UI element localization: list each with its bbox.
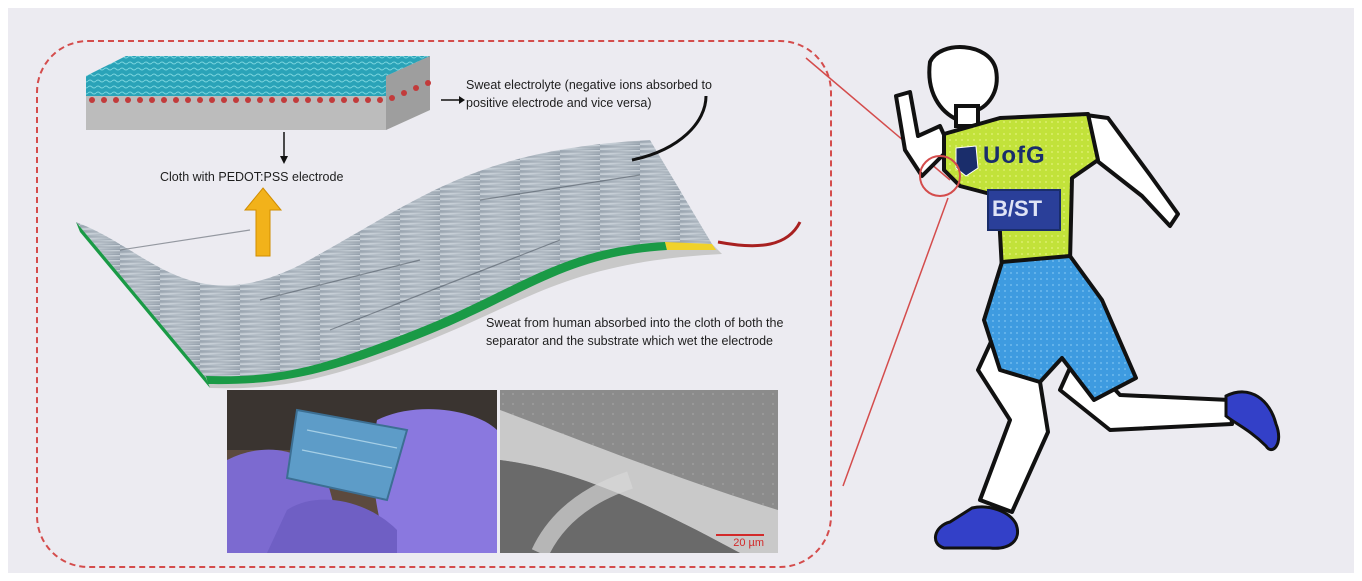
label-sweat-from-human: Sweat from human absorbed into the cloth…: [486, 314, 826, 350]
scale-bar: [716, 534, 764, 536]
label-cloth-electrode: Cloth with PEDOT:PSS electrode: [160, 168, 420, 186]
photo-sem-fiber: 20 µm: [500, 390, 778, 553]
shirt-logo-text: UofG: [983, 142, 1046, 170]
label-sweat-electrolyte: Sweat electrolyte (negative ions absorbe…: [466, 76, 736, 112]
shirt-patch-text: B/ST: [992, 196, 1042, 222]
callout-connector-bottom: [843, 198, 948, 486]
scale-label: 20 µm: [733, 537, 764, 549]
runner-figure: [896, 47, 1279, 548]
photo-gloved-hand: [227, 390, 497, 553]
